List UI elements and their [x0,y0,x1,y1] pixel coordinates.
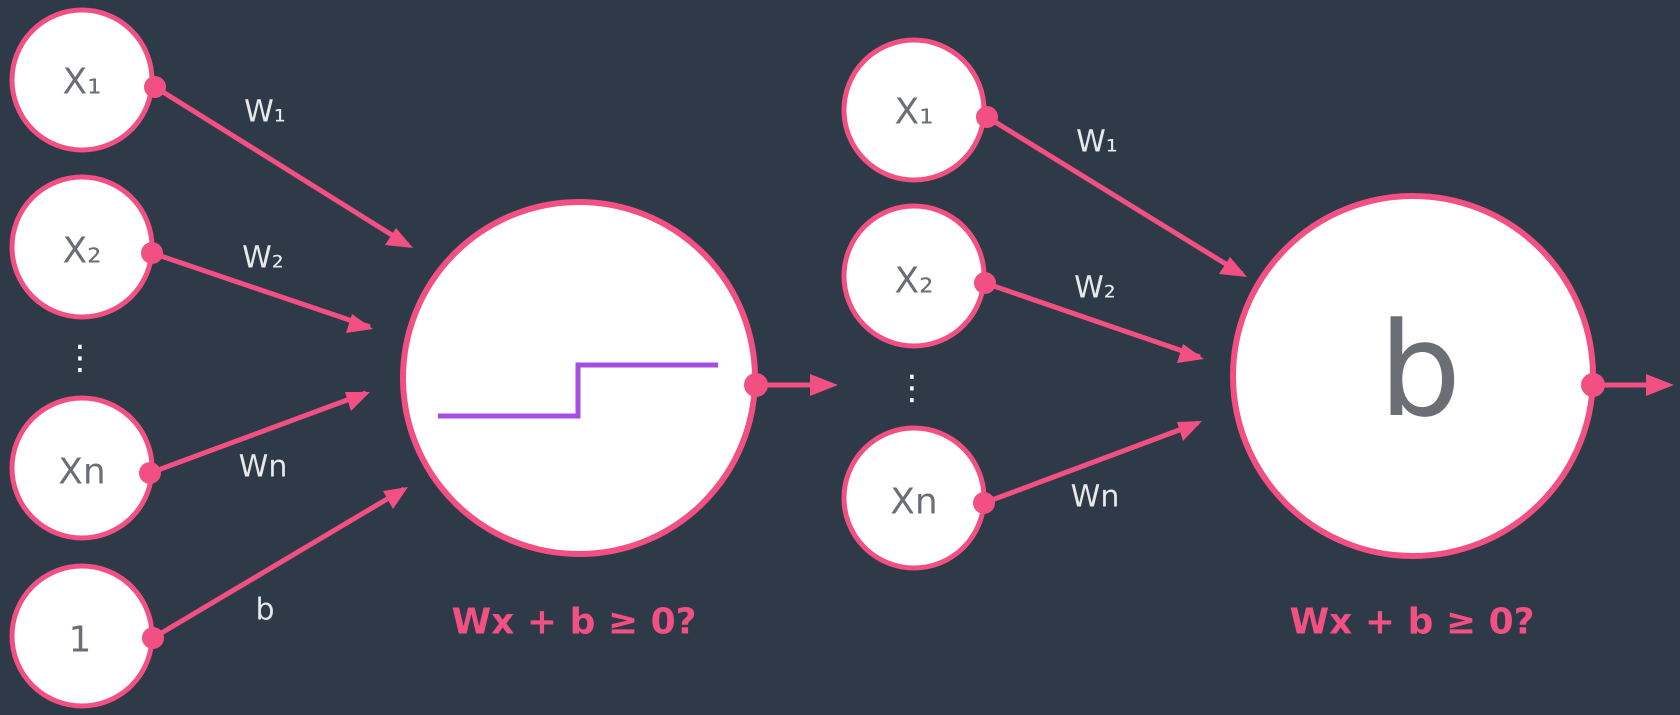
weight-label-w2: W₂ [1074,271,1116,306]
input-label-x1: X₁ [894,92,933,133]
edge-x1 [985,114,1244,277]
port-dot [974,272,996,294]
arrowhead [345,392,370,411]
step-function-icon [438,362,718,419]
input-label-xn: Xn [58,452,105,493]
arrowhead [1219,257,1247,277]
ellipsis: ⋮ [895,368,929,408]
input-label-x2: X₂ [62,231,101,272]
formula-label: Wx + b ≥ 0? [451,602,696,643]
port-dot [1581,373,1605,397]
weight-label-wn: Wn [239,450,288,485]
port-dot [144,76,166,98]
bias-input-label: 1 [69,620,92,661]
arrowhead [346,314,373,333]
port-dot [139,462,161,484]
input-label-xn: Xn [890,482,937,523]
arrowhead [1177,344,1204,363]
formula-label: Wx + b ≥ 0? [1289,602,1534,643]
output-arrowhead [810,374,838,396]
edge-bias [151,486,406,641]
port-dot [744,373,768,397]
bias-node-label: b [1379,294,1462,446]
ellipsis: ⋮ [63,338,97,378]
left-perceptron: X₁ X₂ ⋮ Xn 1 W₁ W₂ Wn b Wx + b ≥ 0? [9,7,838,709]
weight-label-wn: Wn [1071,480,1120,515]
port-dot [142,627,164,649]
weight-label-w1: W₁ [1076,125,1118,160]
arrowhead [385,228,413,248]
weight-label-b: b [255,593,274,628]
edge-x1 [153,84,410,248]
weight-label-w2: W₂ [242,241,284,276]
arrowhead [383,487,408,509]
arrowhead [1177,421,1202,441]
right-perceptron: X₁ X₂ ⋮ Xn W₁ W₂ Wn b Wx + b ≥ 0? [841,37,1674,643]
port-dot [973,492,995,514]
output-arrowhead [1646,374,1674,396]
edge-xn [149,390,367,476]
port-dot [141,242,163,264]
port-dot [976,106,998,128]
edge-x2 [151,250,371,330]
edge-xn [983,420,1199,506]
input-label-x1: X₁ [62,62,101,103]
edge-x2 [984,280,1201,360]
weight-label-w1: W₁ [244,95,286,130]
input-label-x2: X₂ [894,261,933,302]
